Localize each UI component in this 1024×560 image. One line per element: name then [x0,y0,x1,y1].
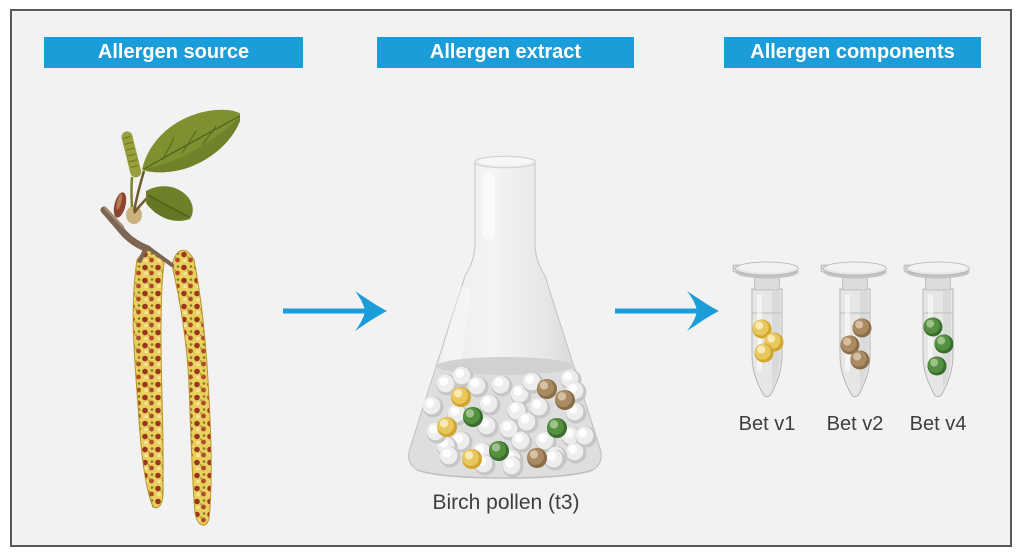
arrow-source-to-extract-icon [283,291,387,331]
header-allergen-components: Allergen components [724,37,981,68]
birch-catkin-illustration [100,109,240,526]
birch-leaf-upper [142,109,240,173]
tube-balls [752,319,784,363]
catkin-right [171,250,212,526]
header-allergen-extract: Allergen extract [377,37,634,68]
tube-label-bet-v4: Bet v4 [909,413,967,435]
flask-spheres [422,366,597,478]
header-allergen-source: Allergen source [44,37,303,68]
tube-label-bet-v2: Bet v2 [826,413,884,435]
tube-bet-v1 [732,261,799,398]
catkin-left [132,250,165,509]
birch-leaf-lower [146,186,193,222]
immature-catkin [121,131,142,178]
tube-balls [840,318,872,370]
twig [100,206,152,253]
flask-caption: Birch pollen (t3) [432,491,580,514]
leaf-bud [113,192,127,218]
arrow-extract-to-components-icon [615,291,719,331]
flask-illustration [408,155,602,479]
tube-balls [923,317,954,376]
tube-bet-v4 [903,261,970,398]
tube-label-bet-v1: Bet v1 [738,413,796,435]
tube-bet-v2 [820,261,887,398]
